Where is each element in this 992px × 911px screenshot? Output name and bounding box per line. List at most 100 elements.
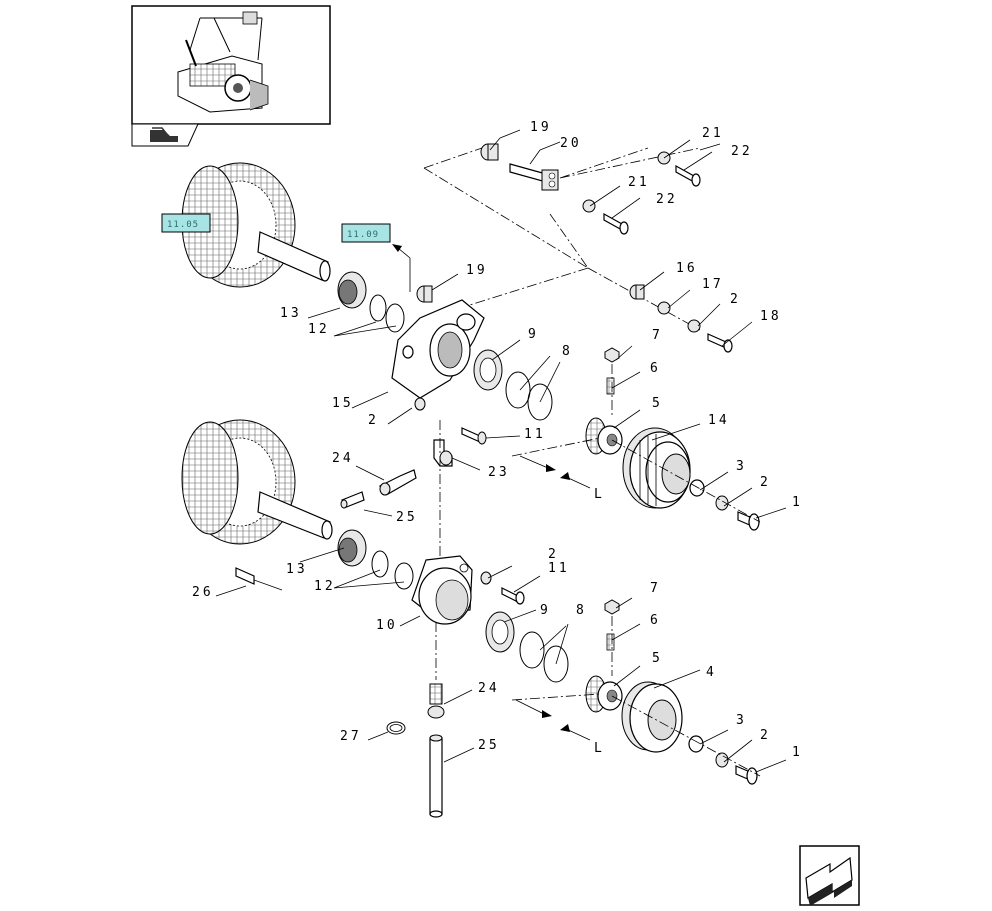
part-7-upper xyxy=(604,347,620,363)
part-27-clip xyxy=(386,721,406,735)
part-26 xyxy=(235,567,283,591)
label-11-lower: 11 xyxy=(548,561,570,576)
next-page-button[interactable] xyxy=(799,845,860,906)
label-7-upper: 7 xyxy=(652,328,663,343)
part-22-top xyxy=(675,164,701,187)
part-1-lower xyxy=(735,765,758,785)
label-8-lower: 8 xyxy=(576,603,587,618)
label-1-upper: 1 xyxy=(792,495,803,510)
overview-thumbnail[interactable] xyxy=(131,5,331,125)
part-5-lower xyxy=(585,675,623,713)
part-6-lower xyxy=(606,633,615,651)
label-7-lower: 7 xyxy=(650,581,661,596)
part-6-upper xyxy=(606,377,615,395)
label-13-upper: 13 xyxy=(280,306,302,321)
part-2-lower xyxy=(715,752,729,768)
label-12-upper: 12 xyxy=(308,322,330,337)
label-6-upper: 6 xyxy=(650,361,661,376)
part-4-idler xyxy=(621,681,683,753)
label-23: 23 xyxy=(488,465,510,480)
label-L-lower: L xyxy=(594,741,605,756)
ref-tag-11-09-text: 11.09 xyxy=(347,230,379,240)
part-23-elbow xyxy=(433,439,453,467)
label-5-upper: 5 xyxy=(652,396,663,411)
label-20: 20 xyxy=(560,136,582,151)
label-5-lower: 5 xyxy=(652,651,663,666)
label-12-lower: 12 xyxy=(314,579,336,594)
part-11-upper xyxy=(461,427,487,445)
part-21-mid xyxy=(582,199,596,213)
part-9-upper xyxy=(473,349,503,391)
label-24-lower: 24 xyxy=(478,681,500,696)
part-22-mid xyxy=(603,212,629,235)
label-21-mid: 21 xyxy=(628,175,650,190)
part-1-upper xyxy=(737,511,760,531)
assembly-thumbnail-icon xyxy=(177,11,269,113)
part-16 xyxy=(629,284,645,300)
label-1-lower: 1 xyxy=(792,745,803,760)
label-19-mid: 19 xyxy=(466,263,488,278)
part-3-upper xyxy=(689,479,705,497)
part-10-housing xyxy=(411,555,473,625)
label-18: 18 xyxy=(760,309,782,324)
label-11-upper: 11 xyxy=(524,427,546,442)
book-icon xyxy=(150,127,178,142)
label-25-lower: 25 xyxy=(478,738,500,753)
part-18 xyxy=(707,333,733,353)
label-22-mid: 22 xyxy=(656,192,678,207)
ref-tag-11-05[interactable]: 11.05 xyxy=(161,213,211,233)
label-3-lower: 3 xyxy=(736,713,747,728)
label-16: 16 xyxy=(676,261,698,276)
part-2-lower-left xyxy=(480,571,492,585)
label-25-upper: 25 xyxy=(396,510,418,525)
book-icon-tab[interactable] xyxy=(131,123,199,147)
label-27: 27 xyxy=(340,729,362,744)
part-13-lower xyxy=(337,529,367,567)
part-19-top xyxy=(480,143,499,161)
part-25-lower xyxy=(429,734,443,818)
part-14-pulley xyxy=(622,427,691,509)
label-2-housing: 2 xyxy=(368,413,379,428)
ref-tag-11-05-text: 11.05 xyxy=(167,220,199,230)
part-25-upper xyxy=(340,491,365,509)
part-12-lower xyxy=(371,550,414,590)
ref-tag-11-09[interactable]: 11.09 xyxy=(341,223,391,243)
label-10: 10 xyxy=(376,618,398,633)
part-9-lower xyxy=(485,611,515,653)
label-17: 17 xyxy=(702,277,724,292)
part-5-upper xyxy=(585,417,623,455)
label-2-lower-left: 2 xyxy=(548,547,559,562)
part-3-lower xyxy=(688,735,704,753)
part-20-shaft xyxy=(509,163,559,191)
label-2-upper: 2 xyxy=(760,475,771,490)
part-2-right xyxy=(687,319,701,333)
part-24-lower xyxy=(427,683,445,719)
label-2-lower: 2 xyxy=(760,728,771,743)
label-13-lower: 13 xyxy=(286,562,308,577)
part-13-upper xyxy=(337,271,367,309)
label-4: 4 xyxy=(706,665,717,680)
part-8-lower xyxy=(519,631,569,683)
lower-roller xyxy=(181,419,333,545)
label-22-top: 22 xyxy=(731,144,753,159)
next-page-arrow-icon xyxy=(805,856,853,906)
label-L-upper: L xyxy=(594,487,605,502)
label-14: 14 xyxy=(708,413,730,428)
part-17 xyxy=(657,301,671,315)
label-3-upper: 3 xyxy=(736,459,747,474)
part-8-upper xyxy=(505,371,553,421)
part-7-lower xyxy=(604,599,620,615)
label-8-upper: 8 xyxy=(562,344,573,359)
label-21-top: 21 xyxy=(702,126,724,141)
label-24-upper: 24 xyxy=(332,451,354,466)
part-11-lower xyxy=(501,587,525,605)
part-24-upper xyxy=(378,469,417,496)
label-6-lower: 6 xyxy=(650,613,661,628)
label-19-top: 19 xyxy=(530,120,552,135)
label-15: 15 xyxy=(332,396,354,411)
label-26: 26 xyxy=(192,585,214,600)
part-12-upper xyxy=(369,294,405,333)
label-9-lower: 9 xyxy=(540,603,551,618)
part-19-mid xyxy=(416,285,433,303)
